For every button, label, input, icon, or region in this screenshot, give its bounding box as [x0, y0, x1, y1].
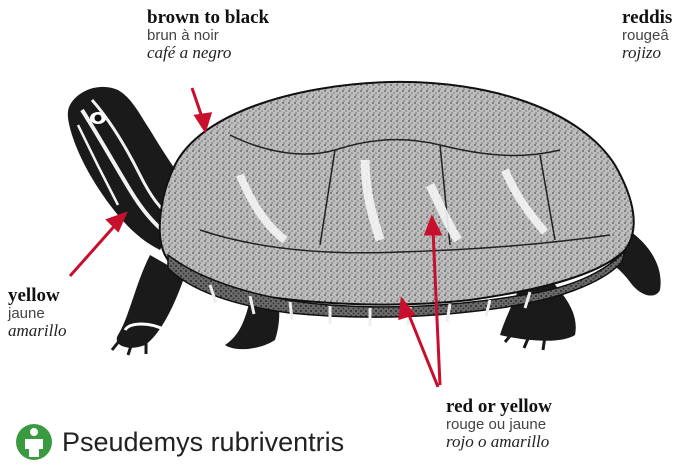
- label-en: brown to black: [147, 8, 269, 28]
- label-en: reddis: [622, 8, 672, 28]
- label-fr: rouge ou jaune: [446, 417, 552, 433]
- person-in-circle-icon: [14, 422, 54, 462]
- label-es: rojizo: [622, 44, 672, 62]
- carapace: [160, 82, 634, 305]
- label-fr: jaune: [8, 306, 67, 322]
- label-shell-top: brown to black brun à noir café a negro: [147, 8, 269, 62]
- label-head: yellow jaune amarillo: [8, 286, 67, 340]
- label-es: rojo o amarillo: [446, 433, 552, 451]
- label-fr: brun à noir: [147, 28, 269, 44]
- label-es: café a negro: [147, 44, 269, 62]
- label-en: red or yellow: [446, 397, 552, 417]
- label-right-edge: reddis rougeâ rojizo: [622, 8, 672, 62]
- species-name: Pseudemys rubriventris: [62, 427, 344, 458]
- label-es: amarillo: [8, 322, 67, 340]
- label-fr: rougeâ: [622, 28, 672, 44]
- species-title: Pseudemys rubriventris: [14, 422, 344, 462]
- label-plastron: red or yellow rouge ou jaune rojo o amar…: [446, 397, 552, 451]
- label-en: yellow: [8, 286, 67, 306]
